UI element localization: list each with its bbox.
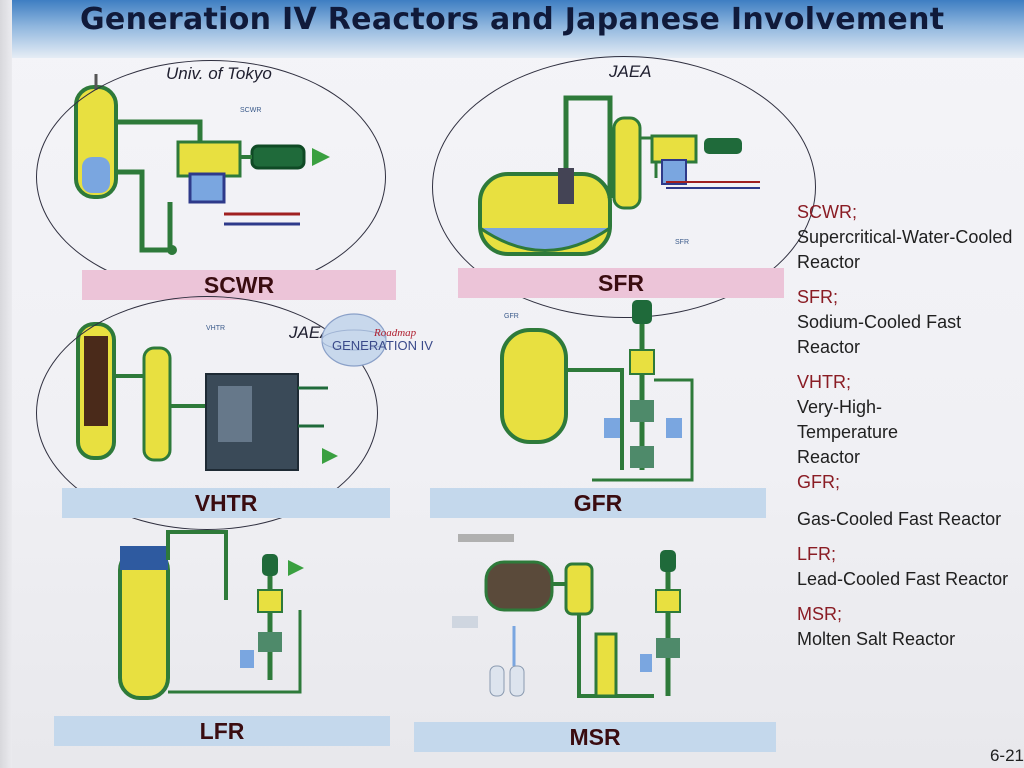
legend-name: Very-High-Temperature Reactor (797, 397, 899, 467)
scwr-circle (36, 60, 386, 294)
legend-name: Lead-Cooled Fast Reactor (797, 569, 1009, 589)
legend-abbr: MSR; (797, 604, 842, 624)
gfr-diagram: GFR (500, 300, 694, 482)
legend-item-gfr: GFR; Gas-Cooled Fast Reactor (797, 470, 1019, 532)
logo-text: GENERATION IV (332, 338, 433, 353)
legend-abbr: SFR; (797, 287, 839, 307)
scwr-label: SCWR (82, 270, 396, 300)
gfr-label: GFR (430, 488, 766, 518)
legend-abbr: VHTR; (797, 372, 851, 392)
title-band (12, 0, 1024, 58)
generation-iv-logo: Roadmap GENERATION IV (321, 313, 433, 367)
legend-item-msr: MSR; Molten Salt Reactor (797, 602, 1019, 652)
msr-label: MSR (414, 722, 776, 752)
svg-text:GFR: GFR (504, 313, 519, 320)
vhtr-org-label: JAEA (289, 323, 332, 342)
legend-name: Sodium-Cooled Fast Reactor (797, 312, 962, 357)
sfr-org-label: JAEA (609, 62, 652, 81)
scwr-org-label: Univ. of Tokyo (166, 64, 272, 83)
lfr-diagram (118, 530, 304, 700)
legend-name: Supercritical-Water-Cooled Reactor (797, 227, 1013, 272)
legend-item-sfr: SFR; Sodium-Cooled Fast Reactor (797, 285, 1019, 360)
lfr-label: LFR (54, 716, 390, 746)
sfr-label: SFR (458, 268, 784, 298)
page-number: 6-21 (989, 746, 1024, 765)
reactor-legend: SCWR; Supercritical-Water-Cooled Reactor… (797, 200, 1019, 652)
legend-abbr: SCWR; (797, 202, 857, 222)
legend-item-lfr: LFR; Lead-Cooled Fast Reactor (797, 542, 1019, 592)
legend-item-vhtr: VHTR; Very-High-Temperature Reactor (797, 370, 1019, 470)
vhtr-label: VHTR (62, 488, 390, 518)
logo-script-text: Roadmap (373, 327, 417, 339)
slide-title: Generation IV Reactors and Japanese Invo… (80, 2, 945, 37)
legend-name: Gas-Cooled Fast Reactor (797, 509, 1002, 529)
legend-item-scwr: SCWR; Supercritical-Water-Cooled Reactor (797, 200, 1019, 275)
legend-name: Molten Salt Reactor (797, 629, 956, 649)
sfr-circle (432, 56, 816, 318)
msr-diagram (452, 534, 681, 698)
vhtr-circle (36, 296, 378, 530)
page-edge (0, 0, 14, 768)
legend-abbr: LFR; (797, 544, 837, 564)
legend-abbr: GFR; (797, 472, 840, 492)
